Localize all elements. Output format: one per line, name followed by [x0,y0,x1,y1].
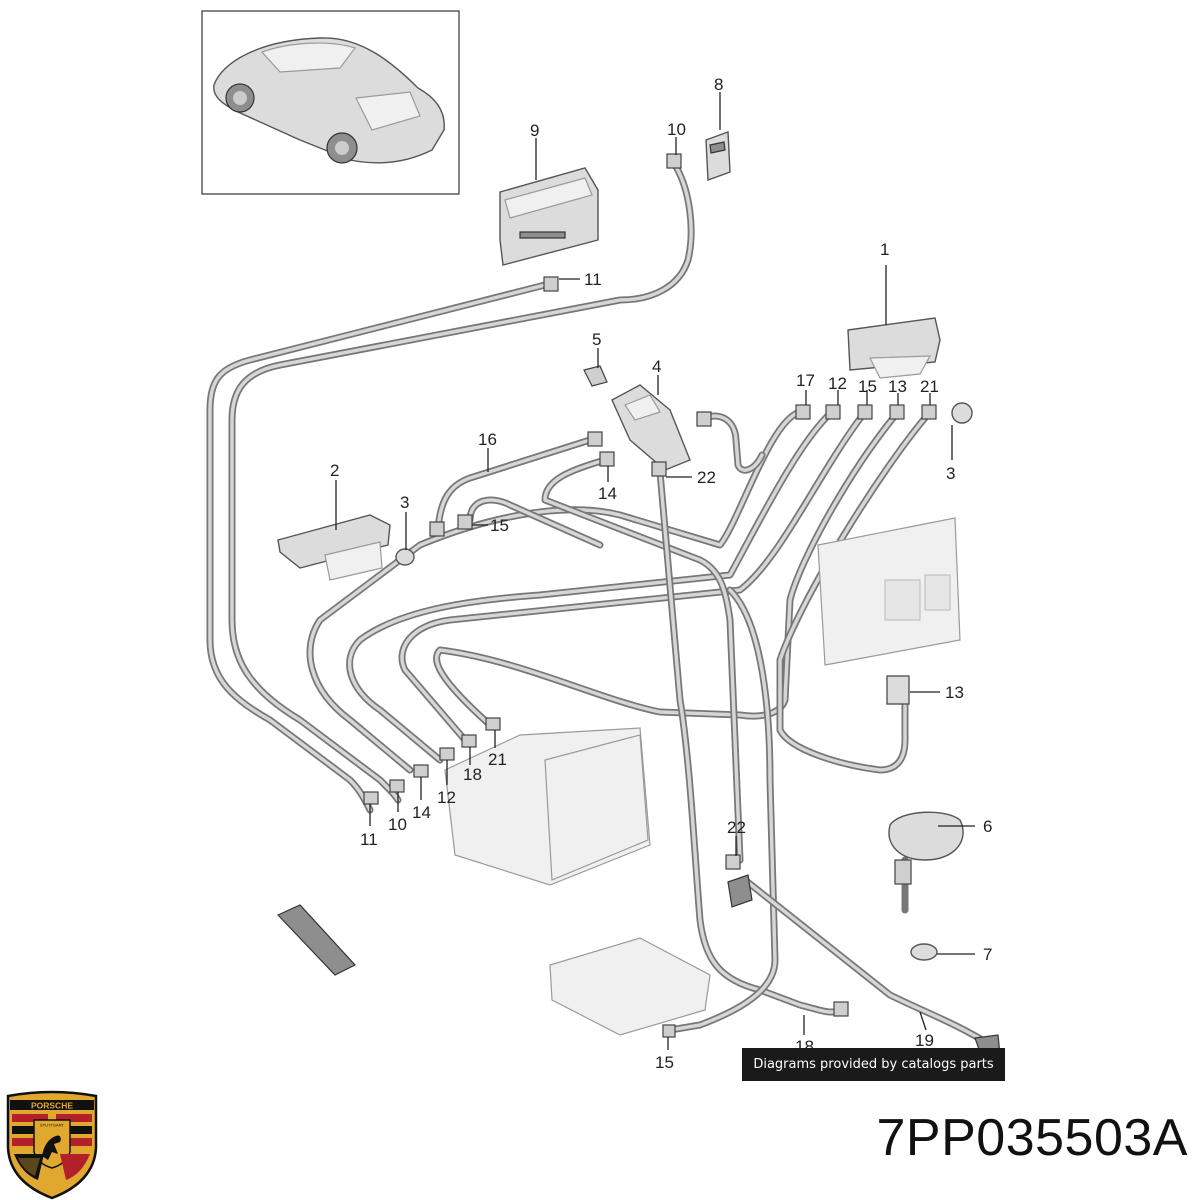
cable-harness [206,161,994,1049]
callout-1: 1 [880,240,889,259]
part-5-connector [583,365,608,387]
part-8-clip [705,131,731,181]
callout-11-bottom: 11 [360,830,378,849]
callout-10-bottom: 10 [388,815,407,834]
callout-19: 19 [915,1031,934,1050]
callout-15-middle: 15 [490,516,509,535]
callout-22-bottom: 22 [727,818,746,837]
callout-4: 4 [652,357,661,376]
callout-15-bottom: 15 [655,1053,674,1072]
callout-9: 9 [530,121,539,140]
callout-2: 2 [330,461,339,480]
callout-14-top: 14 [598,484,617,503]
callout-12-top: 12 [828,374,847,393]
callout-17: 17 [796,371,815,390]
crest-wordmark: PORSCHE [31,1101,73,1111]
part-9-bracket [499,167,599,266]
leader-lines [335,92,975,1050]
part-1-module [847,317,941,379]
callout-labels: 1 2 3 3 4 5 6 7 8 9 10 11 17 12 15 13 21… [330,75,992,1072]
car-inset [201,10,460,195]
callout-3-right: 3 [946,464,955,483]
part-2-module [277,514,391,581]
callout-11-top: 11 [584,270,602,289]
part-4-module [611,384,691,471]
callout-7: 7 [983,945,992,964]
callout-18-middle: 18 [463,765,482,784]
part-number: 7PP035503A [876,1109,1188,1167]
callout-5: 5 [592,330,601,349]
part-3-grommet-right [951,402,973,424]
callout-15-top: 15 [858,377,877,396]
part-6-antenna [888,811,964,861]
callout-10-top: 10 [667,120,686,139]
control-unit-ghost [817,517,961,666]
amplifier-ghost [549,937,711,1036]
head-unit-ghost [444,727,651,886]
left-module-ghost [276,904,356,976]
part-7-grommet [910,943,938,961]
crest-city: STUTTGART [40,1123,64,1128]
callout-22-top: 22 [697,468,716,487]
callout-14-bottom: 14 [412,803,431,822]
catalog-banner: Diagrams provided by catalogs parts [742,1048,1005,1081]
callout-8: 8 [714,75,723,94]
callout-21-bottom: 21 [488,750,507,769]
callout-13-right: 13 [945,683,964,702]
callout-21-top: 21 [920,377,939,396]
callout-16: 16 [478,430,497,449]
part-13-connector [886,675,910,705]
callout-12-bottom: 12 [437,788,456,807]
callout-3-left: 3 [400,493,409,512]
porsche-crest-logo: PORSCHE STUTTGART [6,1090,98,1200]
callout-13-top: 13 [888,377,907,396]
callout-6: 6 [983,817,992,836]
part-3-grommet-left [395,548,415,566]
